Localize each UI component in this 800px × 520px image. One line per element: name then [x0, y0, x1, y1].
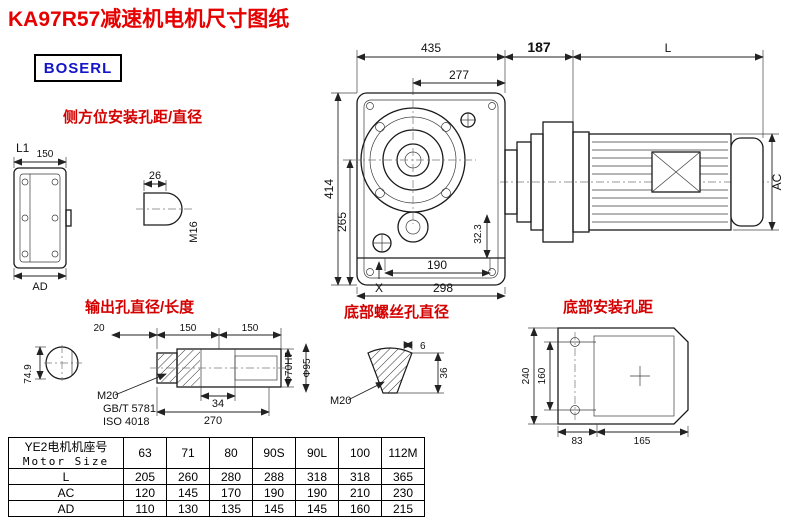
dim-36: 36 — [439, 367, 450, 379]
dim-83: 83 — [571, 436, 583, 447]
table-cell: 120 — [123, 484, 167, 501]
dim-L: L — [665, 41, 672, 55]
std-gb5781: GB/T 5781 — [103, 403, 156, 415]
dim-L1: L1 — [16, 141, 30, 155]
label-output-hole: 输出孔直径/长度 — [85, 298, 195, 316]
table-header-cell: 71 — [166, 437, 210, 469]
brand-logo: BOSERL — [34, 54, 122, 82]
table-header-row: YE2电机机座号 Motor Size 63 71 80 90S 90L 100… — [8, 437, 425, 469]
bottom-screw-view: 底部螺丝孔直径 6 36 M20 — [330, 303, 450, 407]
table-cell: 145 — [166, 484, 210, 501]
dim-74-9: 74.9 — [23, 364, 34, 384]
main-view: 435 187 L 277 414 265 32.3 190 298 — [322, 39, 784, 300]
bottom-mount-face — [557, 327, 689, 425]
dim-6: 6 — [420, 341, 426, 352]
dim-dia-95: Φ95 — [302, 358, 313, 378]
row-label: AD — [8, 500, 124, 517]
dim-34: 34 — [212, 398, 224, 410]
dim-150b: 150 — [242, 323, 259, 334]
table-row-AC: AC 120 145 170 190 190 210 230 — [8, 484, 425, 501]
dim-bore-70H7: Φ70H7 — [284, 352, 295, 384]
shaft-end — [143, 192, 183, 226]
dim-165: 165 — [634, 436, 651, 447]
dim-AD: AD — [32, 281, 47, 293]
label-side-mount: 侧方位安装孔距/直径 — [63, 108, 202, 126]
dim-M20-output: M20 — [97, 390, 118, 402]
side-mount-view: 侧方位安装孔距/直径 L1 150 AD — [13, 108, 202, 293]
table-cell: 170 — [209, 484, 253, 501]
table-row-L: L 205 260 280 288 318 318 365 — [8, 468, 425, 485]
page-title: KA97R57减速机电机尺寸图纸 — [8, 8, 290, 31]
table-cell: 288 — [252, 468, 296, 485]
table-header-cell: 90S — [252, 437, 296, 469]
std-iso4018: ISO 4018 — [103, 416, 149, 428]
table-header-cell: 90L — [295, 437, 339, 469]
table-cell: 135 — [209, 500, 253, 517]
table-header-en: Motor Size — [22, 455, 110, 468]
dim-20: 20 — [93, 323, 105, 334]
dim-X: X — [375, 281, 383, 295]
dim-414: 414 — [322, 179, 336, 199]
table-cell: 215 — [381, 500, 425, 517]
table-cell: 190 — [295, 484, 339, 501]
row-label: L — [8, 468, 124, 485]
table-cell: 318 — [295, 468, 339, 485]
dim-M16: M16 — [188, 221, 200, 242]
dim-160: 160 — [537, 367, 548, 384]
table-cell: 190 — [252, 484, 296, 501]
dim-270: 270 — [204, 415, 222, 427]
motor-size-table: YE2电机机座号 Motor Size 63 71 80 90S 90L 100… — [8, 437, 425, 517]
table-cell: 365 — [381, 468, 425, 485]
fan-cover — [730, 137, 764, 227]
output-shaft-view: 输出孔直径/长度 74.9 20 150 150 — [23, 298, 313, 428]
dim-150a: 150 — [180, 323, 197, 334]
table-cell: 160 — [338, 500, 382, 517]
table-cell: 130 — [166, 500, 210, 517]
dim-435: 435 — [421, 41, 441, 55]
dim-26: 26 — [149, 170, 161, 182]
dim-AC: AC — [770, 173, 784, 190]
table-cell: 110 — [123, 500, 167, 517]
table-row-AD: AD 110 130 135 145 145 160 215 — [8, 500, 425, 517]
dim-150-side: 150 — [37, 149, 54, 160]
dim-298: 298 — [433, 281, 453, 295]
table-header-cell: 80 — [209, 437, 253, 469]
dim-190: 190 — [427, 258, 447, 272]
row-label: AC — [8, 484, 124, 501]
table-cell: 260 — [166, 468, 210, 485]
dim-277: 277 — [449, 68, 469, 82]
table-cell: 205 — [123, 468, 167, 485]
table-header-cell: 63 — [123, 437, 167, 469]
table-header-cn: YE2电机机座号 — [24, 440, 108, 454]
label-bottom-screw: 底部螺丝孔直径 — [344, 303, 449, 321]
table-cell: 145 — [295, 500, 339, 517]
table-cell: 280 — [209, 468, 253, 485]
dim-32-3: 32.3 — [473, 224, 484, 244]
table-header-title: YE2电机机座号 Motor Size — [8, 437, 124, 469]
dim-240: 240 — [521, 367, 532, 384]
dim-265: 265 — [335, 212, 349, 232]
table-cell: 230 — [381, 484, 425, 501]
gearbox-housing — [356, 92, 506, 286]
shaft-detail-view: 26 M16 — [136, 170, 200, 243]
table-cell: 318 — [338, 468, 382, 485]
table-header-cell: 100 — [338, 437, 382, 469]
dim-M20-screw: M20 — [330, 395, 351, 407]
table-cell: 145 — [252, 500, 296, 517]
dim-187: 187 — [527, 39, 551, 55]
table-header-cell: 112M — [381, 437, 425, 469]
bottom-mount-view: 底部安装孔距 240 160 83 165 — [521, 298, 689, 447]
label-bottom-mount: 底部安装孔距 — [563, 298, 653, 316]
table-cell: 210 — [338, 484, 382, 501]
